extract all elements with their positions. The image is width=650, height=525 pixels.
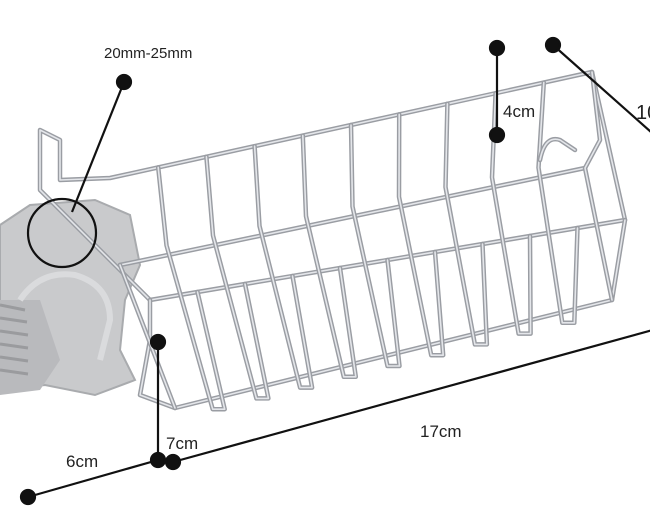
basket-wire [300,133,359,380]
dimension-lines [19,36,650,506]
right-frame [584,71,613,301]
basket-wire [396,112,446,358]
wire-basket [37,69,628,412]
basket-wire [302,134,357,378]
clamp-diameter-label: 20mm-25mm [104,45,193,62]
basket-wire [444,103,488,346]
right-handle [537,136,578,163]
clamp-length-label: 6cm [66,452,99,471]
leader-dot [115,73,133,91]
length-label: 17cm [420,422,462,441]
basket-wire [350,124,401,367]
basket-wire [157,166,226,410]
height-label: 4cm [503,102,536,121]
basket-wire [348,122,402,369]
depth-label: 10 [636,102,650,124]
clamp-length-line [27,458,159,499]
basket-wire [491,92,532,335]
basket-wire [253,145,313,389]
top-rim [39,71,626,301]
clamp-leader-line [70,81,126,213]
clamp-diameter-circle [26,197,98,269]
bottom-left-wire [119,264,176,409]
depth-line [552,44,650,133]
basket-wire [205,156,270,400]
length-line [172,329,650,464]
faucet-clamp [0,198,142,397]
basket-wire [537,81,579,324]
leg-height-label: 7cm [166,434,199,453]
right-handle [539,138,576,161]
basket-wire [398,113,444,356]
